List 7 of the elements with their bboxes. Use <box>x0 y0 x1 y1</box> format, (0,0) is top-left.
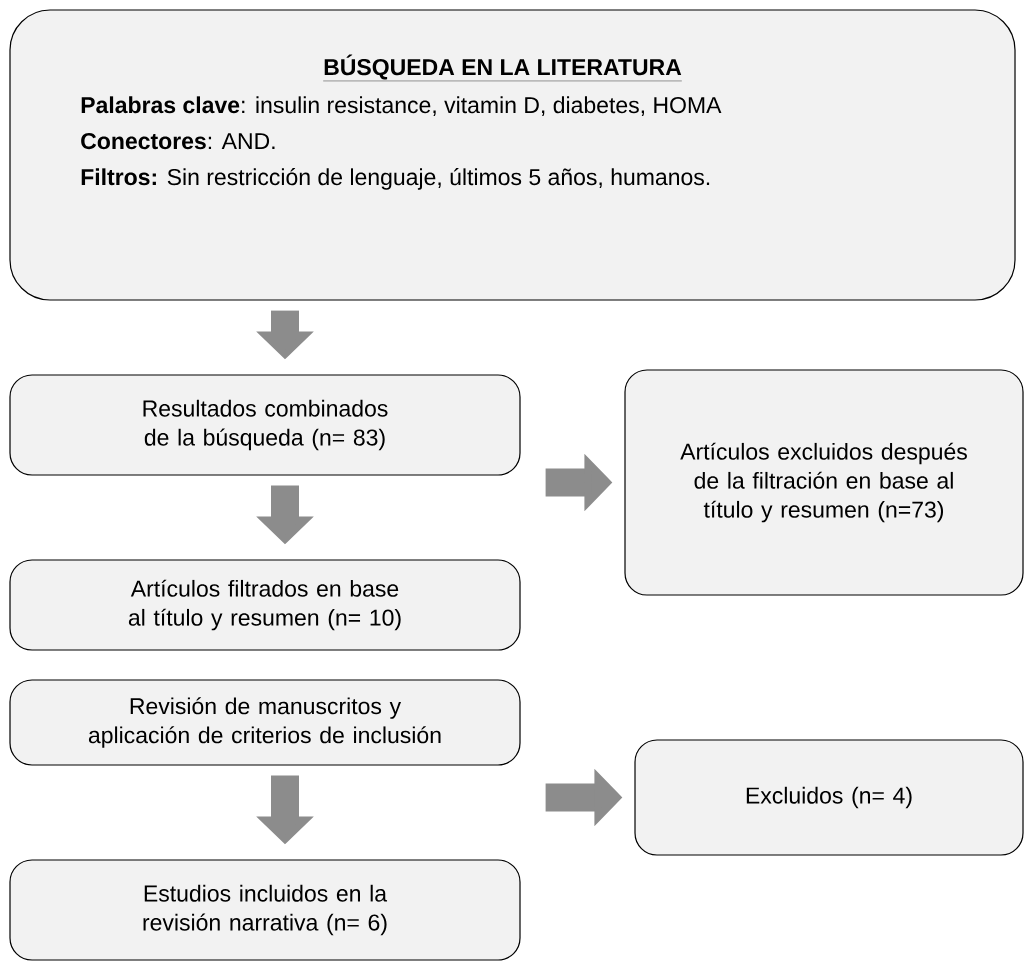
process-box: Excluidos (n= 4) <box>634 739 1024 856</box>
process-box: Artículos filtrados en base al título y resumen (n= 10) <box>9 559 521 651</box>
process-box: Artículos excluidos después de la filtración en base al título y resumen (n=73) <box>624 369 1024 596</box>
search-box: BÚSQUEDA EN LA LITERATURA Palabras clave: insulin resistance, vitamin D, diabetes, HOMA Conectores: AND. Filtros: Sin restricción de lenguaje, últimos 5 años, humanos. <box>9 9 1016 301</box>
process-box: Estudios incluidos en la revisión narrativa (n= 6) <box>9 859 521 961</box>
process-box: Resultados combinados de la búsqueda (n= 83) <box>9 374 521 476</box>
process-box: Revisión de manuscritos y aplicación de criterios de inclusión <box>9 679 521 766</box>
